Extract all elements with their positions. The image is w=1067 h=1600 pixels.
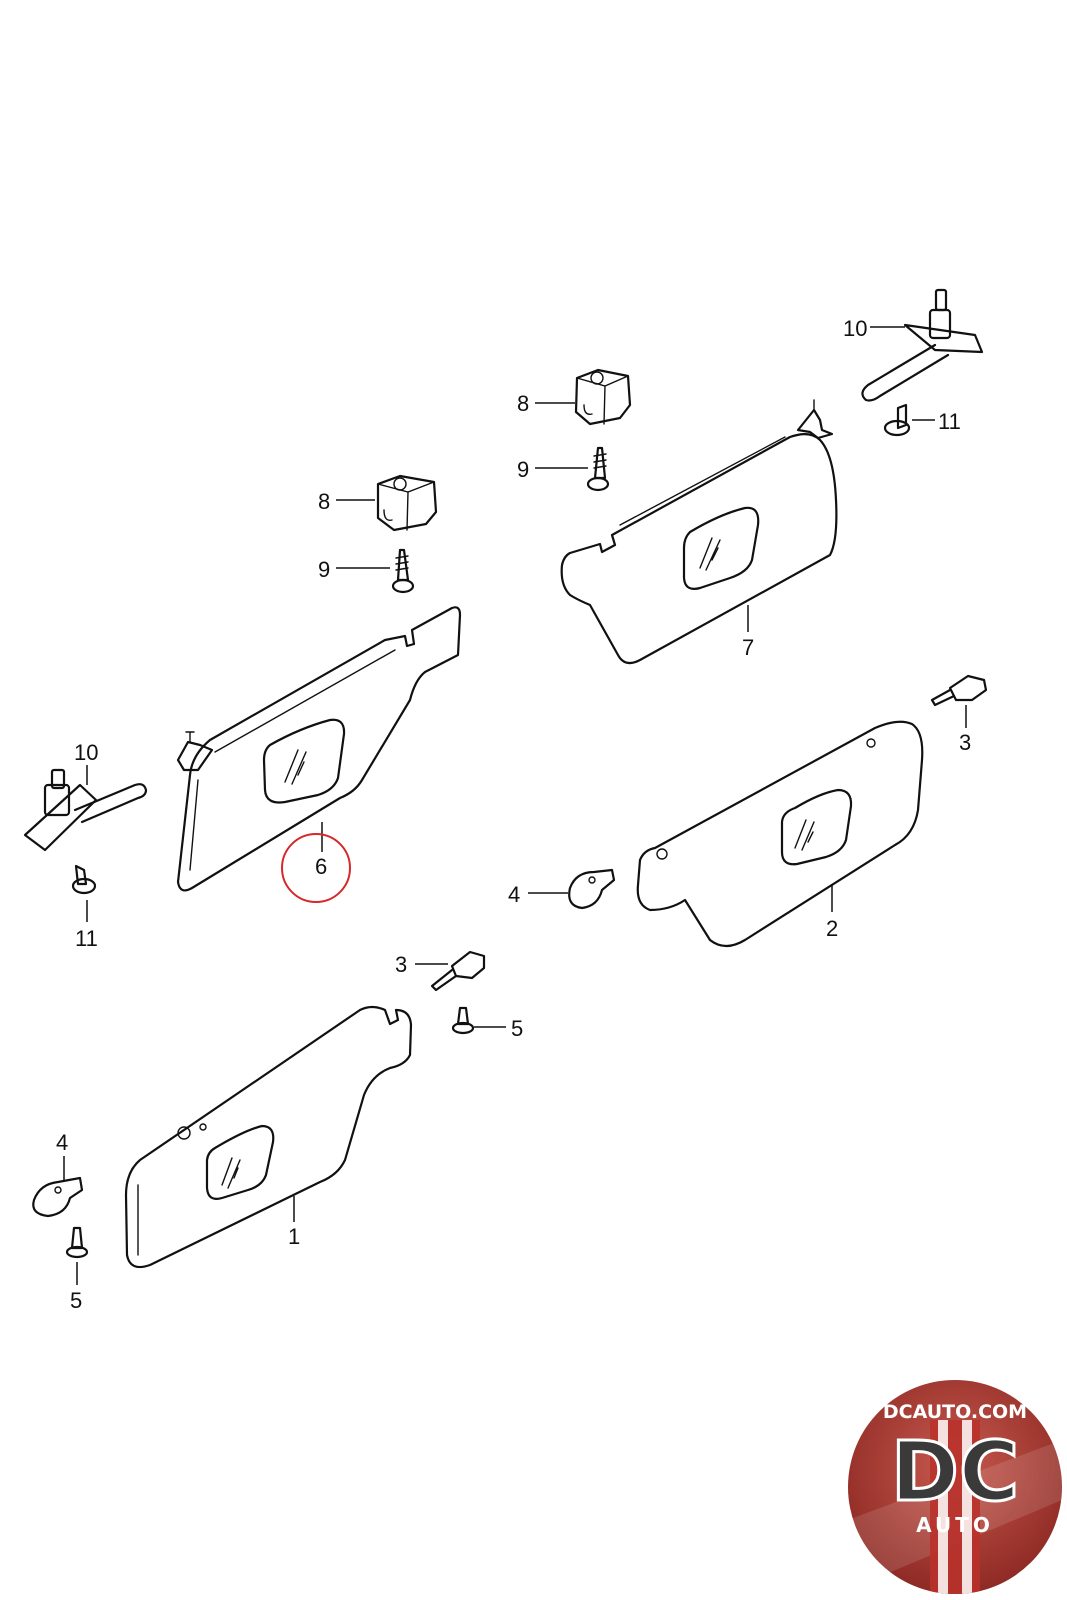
callout-7: 7 (742, 635, 754, 660)
callout-4-right: 4 (508, 882, 520, 907)
pivot-rod-10-lower (23, 768, 148, 852)
pivot-rod-10-upper (861, 288, 984, 402)
callout-11-upper: 11 (938, 409, 961, 434)
clip-4-right (568, 868, 616, 910)
callout-4-left: 4 (56, 1130, 68, 1155)
logo-top-text: DCAUTO.COM (883, 1401, 1027, 1423)
sun-visor-6 (176, 606, 462, 892)
bracket-3-right (930, 674, 988, 707)
hinge-stud-7 (796, 399, 834, 440)
callout-11-lower: 11 (75, 926, 98, 951)
callout-1: 1 (288, 1224, 300, 1249)
logo-bottom-text: AUTO (916, 1513, 994, 1537)
sun-visor-7 (560, 399, 838, 665)
sun-visor-1 (124, 1005, 413, 1269)
logo-letters: DC (891, 1425, 1019, 1520)
callout-5-left: 5 (70, 1288, 82, 1313)
screw-5-left (65, 1226, 89, 1259)
screw-9-lower (391, 548, 415, 594)
callout-3-center: 3 (395, 952, 407, 977)
clip-4-left (32, 1176, 84, 1218)
clip-8-upper (574, 368, 632, 426)
callout-labels: 10 8 9 11 8 9 7 3 10 6 11 4 2 3 5 4 1 5 (56, 316, 971, 1313)
callout-5-center: 5 (511, 1016, 523, 1041)
callout-10-lower: 10 (74, 740, 98, 765)
callout-10-upper: 10 (843, 316, 867, 341)
highlight-circle (281, 833, 351, 903)
pin-11-lower (71, 864, 97, 895)
screw-5-center (451, 1006, 475, 1035)
bracket-3-center (430, 950, 486, 992)
callout-9-upper: 9 (517, 457, 529, 482)
pin-11-upper (883, 403, 911, 437)
callout-2: 2 (826, 916, 838, 941)
callout-3-right: 3 (959, 730, 971, 755)
leader-lines (63, 326, 967, 1285)
callout-8-lower: 8 (318, 489, 330, 514)
screw-9-upper (586, 446, 610, 492)
dcauto-logo: DCAUTO.COM DC AUTO (848, 1380, 1062, 1594)
hinge-stud-6 (176, 731, 214, 772)
callout-8-upper: 8 (517, 391, 529, 416)
sun-visor-2 (636, 720, 924, 948)
callout-6: 6 (315, 854, 327, 879)
callout-9-lower: 9 (318, 557, 330, 582)
clip-8-lower (376, 474, 438, 532)
